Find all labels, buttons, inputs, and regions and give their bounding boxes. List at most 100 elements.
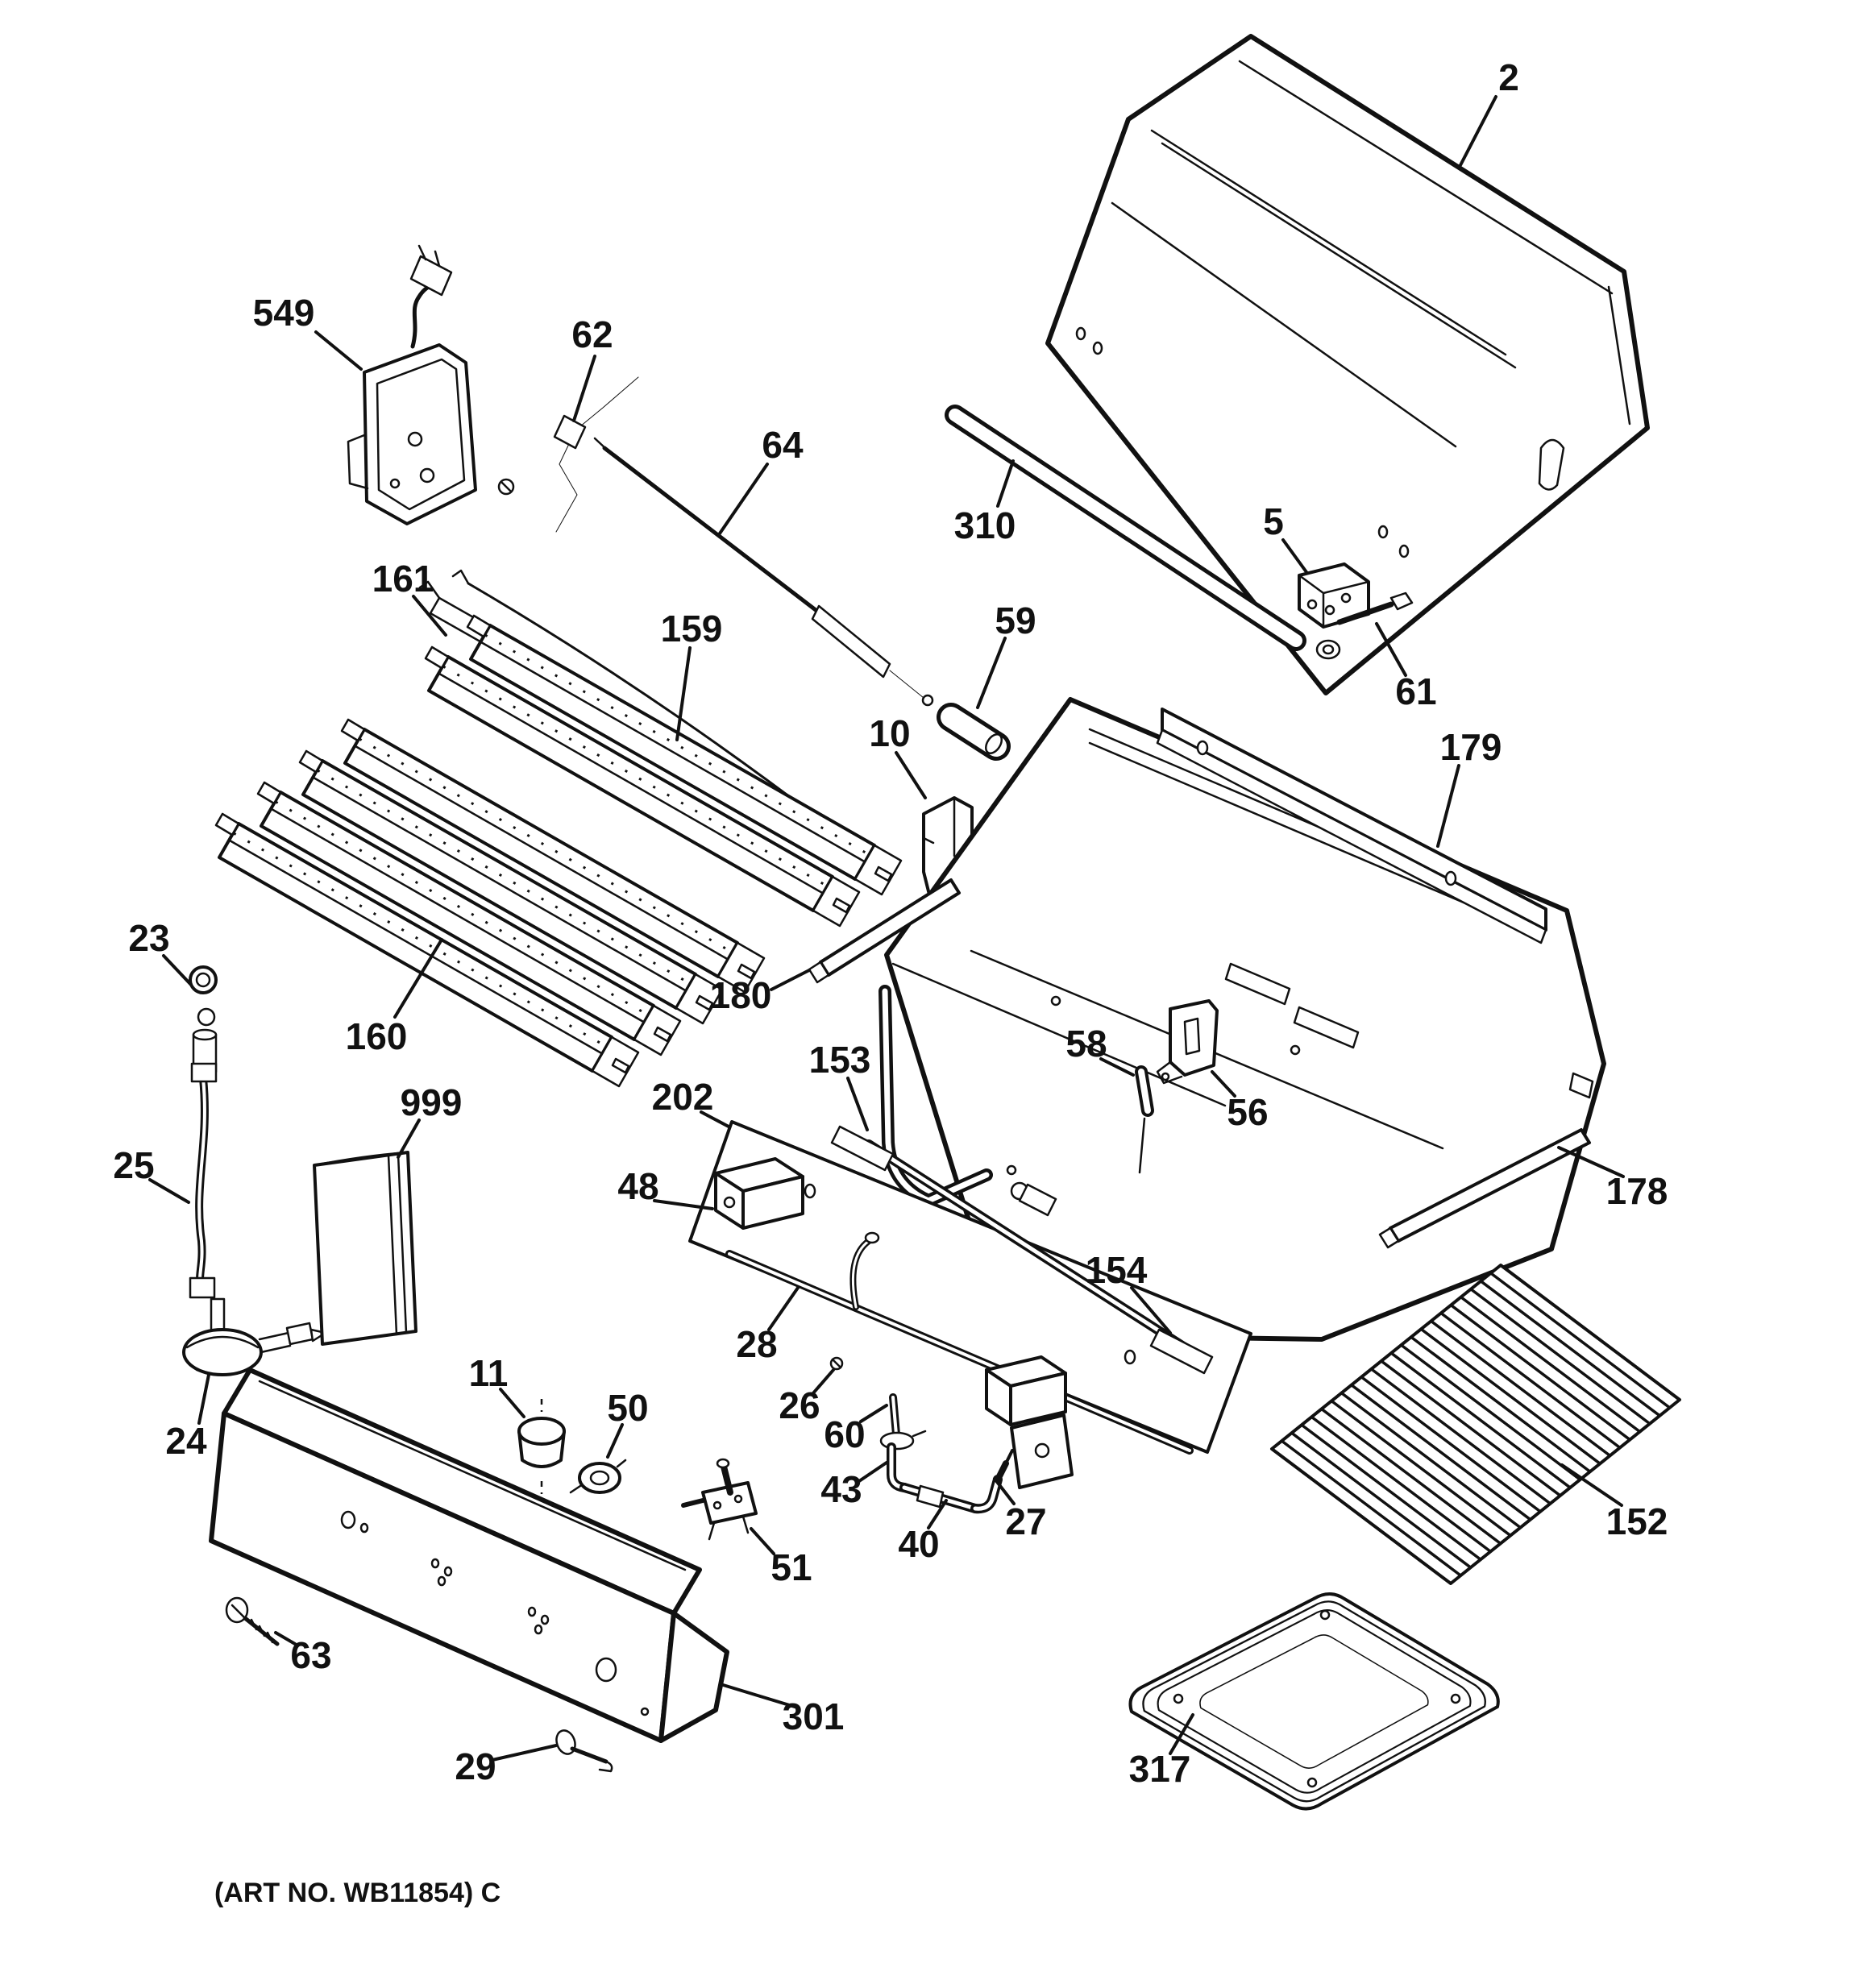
- leader-line-202: [700, 1110, 730, 1128]
- part-label-152: 152: [1606, 1500, 1668, 1542]
- leader-line-48: [653, 1199, 714, 1210]
- leader-line-26: [811, 1368, 835, 1396]
- art-number: (ART NO. WB11854) C: [214, 1878, 501, 1908]
- leader-line-180: [770, 969, 811, 991]
- grate-bar: [1380, 1359, 1561, 1497]
- firebox-vent-slot: [1224, 962, 1291, 1006]
- grate-bar: [1310, 1415, 1492, 1553]
- part-label-202: 202: [652, 1076, 714, 1118]
- leader-line-63: [274, 1631, 297, 1646]
- probe-rod: [593, 437, 934, 707]
- side-rod-right: [1378, 1128, 1591, 1249]
- leader-line-24: [197, 1373, 210, 1425]
- part-label-62: 62: [571, 313, 613, 355]
- leader-line-25: [148, 1178, 190, 1204]
- part-label-27: 27: [1005, 1500, 1046, 1542]
- leader-line-28: [767, 1286, 800, 1331]
- leader-line-60: [859, 1404, 888, 1423]
- flex-hose: [189, 1062, 218, 1299]
- cooking-grate: [1270, 1264, 1681, 1585]
- leader-line-317: [1169, 1713, 1194, 1755]
- tube-sleeve-left: [830, 1125, 895, 1172]
- part-label-28: 28: [736, 1323, 777, 1365]
- part-label-24: 24: [165, 1420, 207, 1462]
- crossover-tube: [830, 1125, 1214, 1375]
- grate-bar: [1340, 1392, 1522, 1529]
- part-label-60: 60: [824, 1413, 865, 1455]
- hood: [1045, 34, 1650, 695]
- leader-line-29: [491, 1744, 558, 1762]
- regulator-box: [714, 1157, 804, 1230]
- grate-bar: [1320, 1408, 1502, 1545]
- part-label-43: 43: [820, 1468, 862, 1510]
- leader-line-40: [927, 1499, 948, 1529]
- leader-line-23: [162, 954, 193, 986]
- leader-line-11: [499, 1388, 525, 1418]
- leader-line-310: [996, 459, 1015, 508]
- part-label-23: 23: [128, 917, 169, 959]
- grate-bar: [1331, 1400, 1512, 1537]
- grate-bar: [1489, 1272, 1671, 1409]
- gas-valve: [681, 1458, 758, 1541]
- leader-line-64: [718, 463, 769, 535]
- fastener-key: [555, 1729, 613, 1773]
- grate-bar: [1370, 1368, 1551, 1505]
- part-label-63: 63: [290, 1634, 331, 1676]
- grate-bar: [1430, 1319, 1611, 1457]
- part-label-310: 310: [954, 504, 1016, 546]
- part-label-301: 301: [783, 1695, 845, 1737]
- part-label-179: 179: [1440, 726, 1502, 768]
- leader-line-10: [895, 751, 927, 799]
- leader-line-50: [606, 1423, 624, 1459]
- leader-line-152: [1560, 1463, 1623, 1507]
- leader-line-59: [976, 637, 1007, 709]
- part-label-153: 153: [809, 1039, 871, 1081]
- part-label-26: 26: [779, 1384, 820, 1426]
- leader-line-178: [1557, 1146, 1625, 1178]
- manifold-bar: [725, 1231, 1194, 1489]
- burner-assembly-lower: [214, 718, 766, 1088]
- hood-handle-cutout: [1538, 438, 1565, 491]
- part-label-999: 999: [401, 1081, 463, 1123]
- part-label-317: 317: [1129, 1748, 1191, 1790]
- knob-ring: [569, 1459, 627, 1494]
- part-label-154: 154: [1086, 1249, 1148, 1291]
- part-label-64: 64: [762, 424, 804, 466]
- heat-shield-panel: [688, 1120, 1252, 1454]
- burner-igniter-assembly: [879, 1393, 1014, 1514]
- part-label-50: 50: [607, 1387, 648, 1429]
- part-label-48: 48: [617, 1165, 658, 1207]
- part-label-5: 5: [1263, 500, 1284, 542]
- grate-bar: [1300, 1423, 1482, 1561]
- part-label-11: 11: [469, 1352, 509, 1394]
- leader-line-160: [393, 938, 443, 1019]
- grate-bar: [1350, 1384, 1531, 1521]
- leader-line-61: [1375, 622, 1407, 677]
- control-knob: [517, 1399, 566, 1494]
- panel-screw: [225, 1596, 280, 1646]
- leader-line-56: [1211, 1070, 1236, 1098]
- firebox-vent-slot: [1293, 1006, 1360, 1049]
- part-label-61: 61: [1395, 670, 1436, 712]
- part-label-549: 549: [253, 292, 315, 334]
- leader-line-301: [719, 1683, 796, 1708]
- drip-pan: [1128, 1592, 1500, 1811]
- leader-line-51: [750, 1527, 775, 1555]
- leader-line-999: [397, 1119, 421, 1159]
- grate-bar: [1460, 1296, 1641, 1434]
- leader-line-549: [314, 330, 363, 371]
- part-label-159: 159: [661, 608, 723, 650]
- tube-sleeve-right: [1149, 1328, 1214, 1375]
- leader-line-62: [572, 355, 596, 422]
- part-label-29: 29: [455, 1745, 496, 1787]
- grate-bars: [1281, 1272, 1671, 1577]
- bolt: [1315, 591, 1414, 660]
- orifice-fitting: [189, 965, 218, 1073]
- handle-rod: [945, 405, 1306, 651]
- leader-line-2: [1459, 95, 1497, 167]
- part-label-2: 2: [1498, 56, 1519, 98]
- part-label-25: 25: [113, 1144, 154, 1186]
- leader-line-58: [1099, 1057, 1135, 1077]
